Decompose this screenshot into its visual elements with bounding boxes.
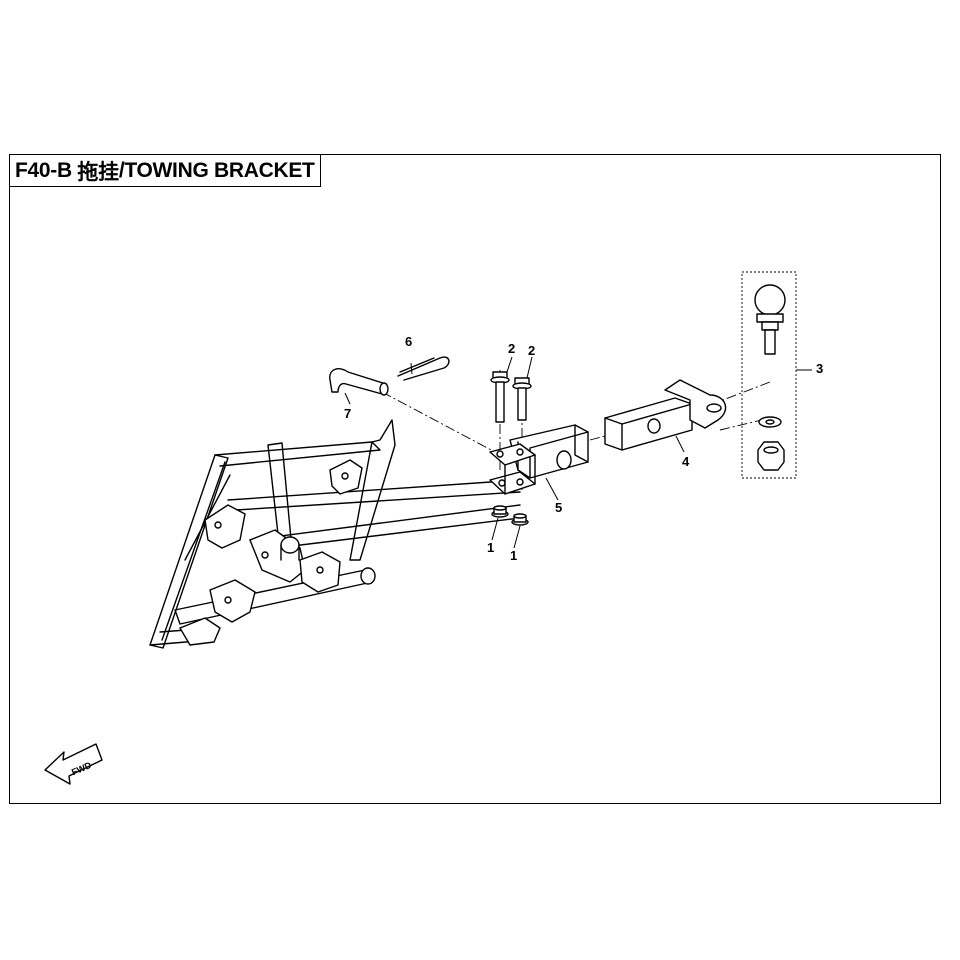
flange-bolt-right[interactable] bbox=[512, 377, 532, 421]
callout-5: 5 bbox=[555, 500, 562, 515]
callout-1a: 1 bbox=[487, 540, 494, 555]
title-chinese: 拖挂 bbox=[77, 160, 119, 184]
diagram-frame bbox=[9, 154, 941, 804]
assembly-centerline-ball bbox=[709, 381, 771, 406]
ball-mount-bar[interactable] bbox=[604, 379, 727, 451]
hitch-ball-set[interactable] bbox=[741, 271, 797, 479]
callout-1b: 1 bbox=[510, 548, 517, 563]
callout-7: 7 bbox=[344, 406, 351, 421]
forward-arrow-icon: FWD bbox=[44, 743, 103, 785]
flange-bolt-left[interactable] bbox=[490, 371, 510, 423]
callout-3: 3 bbox=[816, 361, 823, 376]
callout-2a: 2 bbox=[508, 341, 515, 356]
hitch-pin[interactable] bbox=[329, 368, 389, 396]
hairpin-clip[interactable] bbox=[397, 356, 450, 381]
title-code: F40-B bbox=[15, 158, 72, 182]
callout-6: 6 bbox=[405, 334, 412, 349]
flange-nut-right[interactable] bbox=[511, 513, 529, 526]
title-english: /TOWING BRACKET bbox=[118, 158, 315, 182]
callout-4: 4 bbox=[682, 454, 690, 469]
flange-nut-left[interactable] bbox=[491, 505, 509, 518]
assembly-centerline-pin bbox=[381, 391, 511, 461]
callout-2b: 2 bbox=[528, 343, 535, 358]
receiver-bracket[interactable] bbox=[489, 424, 589, 495]
callout-labels: 6 7 2 2 3 4 5 1 1 bbox=[344, 334, 823, 563]
page-title: F40-B 拖挂/TOWING BRACKET bbox=[9, 154, 321, 187]
vehicle-frame bbox=[149, 419, 521, 649]
leader-lines bbox=[344, 356, 812, 549]
